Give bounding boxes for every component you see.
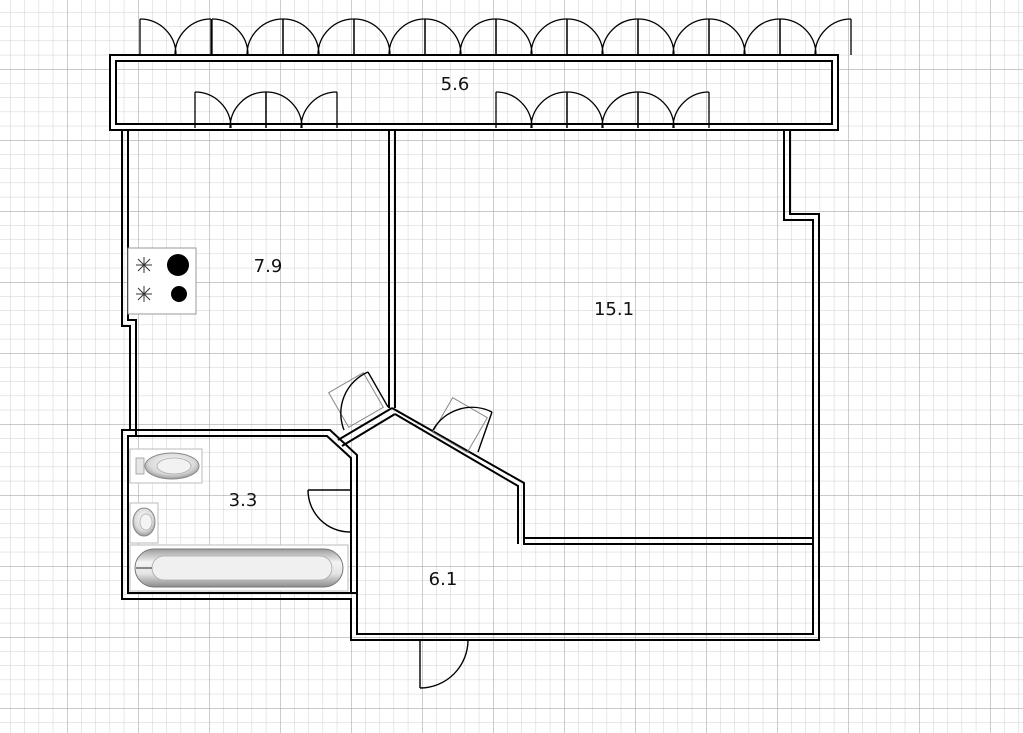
- bathroom-wall-inner: [128, 435, 352, 593]
- sink-icon: [129, 502, 159, 544]
- door-swing-arc: [307, 489, 351, 533]
- inner-wall-line: [127, 130, 814, 635]
- window-door-icon: [265, 91, 338, 129]
- kitchen-area-label: 7.9: [254, 256, 283, 277]
- bathtub-icon: [129, 544, 349, 592]
- door-swing-arc: [340, 371, 369, 431]
- living-area-label: 15.1: [594, 299, 634, 320]
- window-door-icon: [139, 18, 212, 56]
- door-entrance: [419, 639, 469, 689]
- window-door-icon: [637, 91, 710, 129]
- door-bathroom: [307, 489, 351, 533]
- hall-diagonal-wall-left: [337, 407, 396, 447]
- balcony: [109, 54, 839, 131]
- toilet-icon: [129, 448, 203, 484]
- door-kitchen: [327, 371, 389, 431]
- door-living: [431, 396, 493, 454]
- hall-area-label: 6.1: [429, 569, 458, 590]
- outer-wall-line: [121, 130, 820, 641]
- door-leaf: [477, 411, 493, 453]
- balcony-floor-major: [117, 62, 831, 123]
- door-icon: [327, 371, 385, 429]
- door-leaf: [367, 371, 389, 408]
- bathroom-wall-outer: [122, 429, 358, 593]
- hall-diagonal-wall-right: [391, 407, 813, 545]
- balcony-area-label: 5.6: [441, 74, 470, 95]
- bathroom-area-label: 3.3: [229, 490, 258, 511]
- door-swing-arc: [419, 639, 469, 689]
- balcony-window-doors: [139, 18, 852, 56]
- balcony-inner-doors: [194, 91, 710, 129]
- stove-icon: [127, 247, 197, 315]
- kitchen-living-partition: [388, 130, 396, 408]
- apartment-walls: [121, 130, 820, 641]
- window-door-icon: [779, 18, 852, 56]
- door-swing-arc: [432, 406, 493, 431]
